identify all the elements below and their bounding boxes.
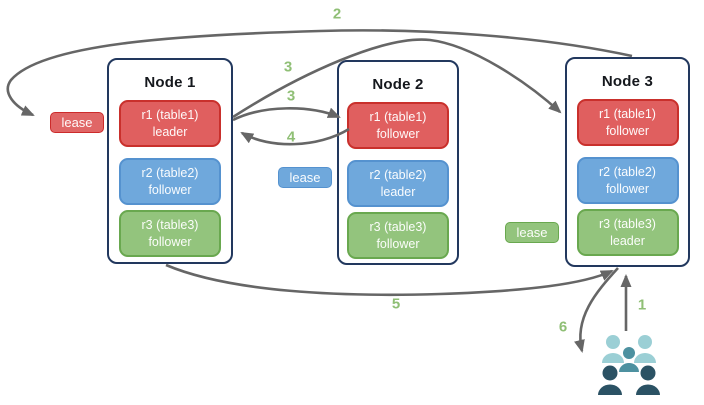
replica-range: r2 (table2) [369,168,427,183]
node3-replica-r2-follower: r2 (table2) follower [576,157,679,204]
node-3-box: Node 3 r1 (table1) follower r2 (table2) … [565,57,690,267]
replica-role: follower [148,182,192,197]
replica-range: r1 (table1) [141,108,199,123]
replica-role: follower [376,236,420,251]
step-label-3b: 3 [286,87,296,105]
step-label-3a: 3 [283,58,293,76]
node-3-title: Node 3 [601,73,654,90]
node-1-box: Node 1 r1 (table1) leader r2 (table2) fo… [107,58,233,264]
replica-role: follower [605,123,650,138]
replica-range: r3 (table3) [599,217,656,232]
replica-role: follower [376,126,420,141]
replica-role: leader [610,233,645,248]
step-label-2: 2 [332,5,342,23]
replica-range: r1 (table1) [599,107,656,122]
replica-range: r1 (table1) [369,110,427,125]
replica-role: leader [380,184,416,199]
node-2-title: Node 2 [372,76,424,93]
node1-replica-r2-follower: r2 (table2) follower [119,158,221,205]
node3-replica-r1-follower: r1 (table1) follower [576,99,679,146]
replica-range: r3 (table3) [369,220,427,235]
step-label-6: 6 [558,318,568,336]
replica-role: leader [152,124,188,139]
arrow-step4 [240,127,350,146]
node2-replica-r3-follower: r3 (table3) follower [347,212,449,259]
replica-range: r3 (table3) [141,218,199,233]
node-2-box: Node 2 r1 (table1) follower r2 (table2) … [337,60,459,265]
users-icon [598,335,660,395]
node2-replica-r2-leader: r2 (table2) leader [347,160,449,207]
lease-badge-r1: lease [50,112,104,133]
replica-range: r2 (table2) [141,166,199,181]
node1-replica-r1-leader: r1 (table1) leader [119,100,221,147]
arrow-step3-to-node2 [232,107,341,122]
arrow-step2 [6,29,633,117]
lease-badge-r3: lease [505,222,559,243]
replica-range: r2 (table2) [599,165,656,180]
node3-replica-r3-leader: r3 (table3) leader [576,209,679,256]
replica-role: follower [148,234,192,249]
node-1-title: Node 1 [144,74,196,91]
step-label-1: 1 [637,296,647,314]
lease-badge-r2: lease [278,167,332,188]
step-label-4: 4 [286,128,296,146]
replica-role: follower [605,181,650,196]
step-label-5: 5 [391,295,401,313]
arrow-step5 [165,263,614,297]
node1-replica-r3-follower: r3 (table3) follower [119,210,221,257]
node2-replica-r1-follower: r1 (table1) follower [347,102,449,149]
